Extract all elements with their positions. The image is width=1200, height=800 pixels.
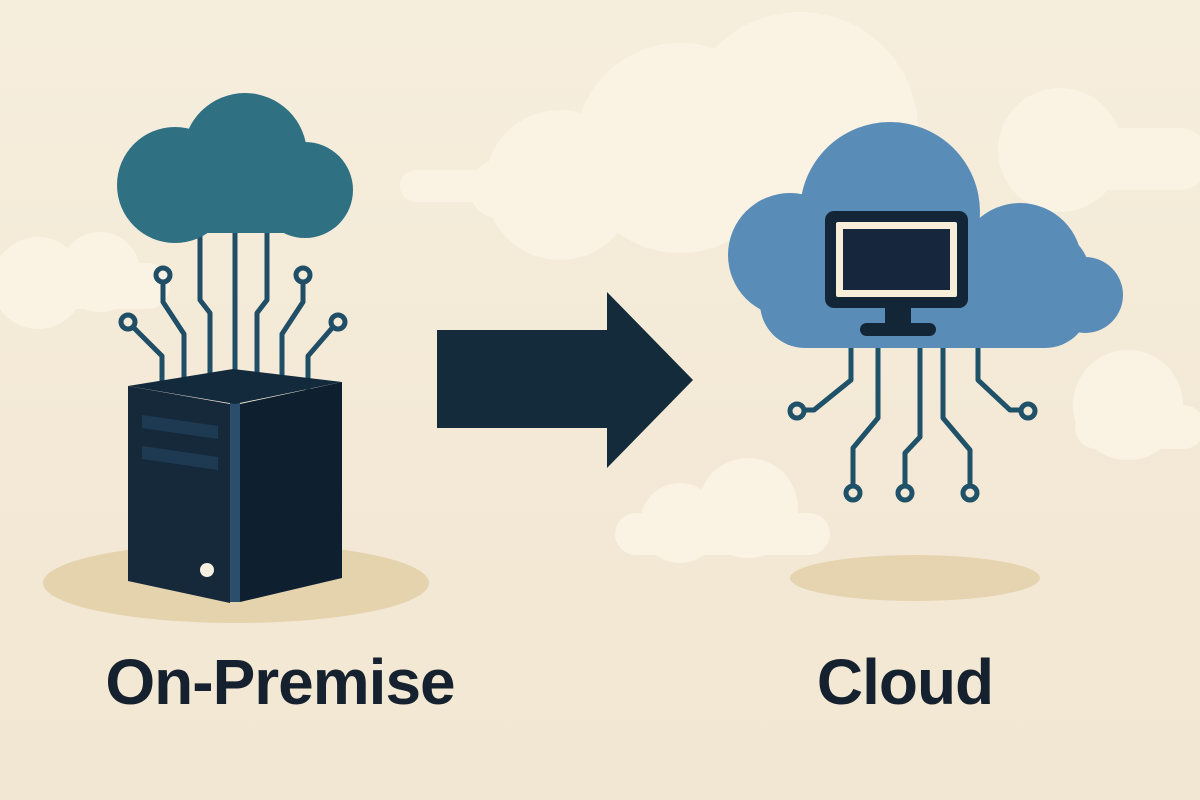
server-vent-slat xyxy=(142,446,218,470)
circuit-node-icon xyxy=(843,483,863,503)
circuit-node-icon xyxy=(328,312,348,332)
arrow-right-icon xyxy=(437,292,693,468)
monitor-stand-neck xyxy=(885,305,911,327)
monitor-icon xyxy=(825,211,968,336)
circuit-node-icon xyxy=(960,483,980,503)
circuit-node-icon xyxy=(895,483,915,503)
cloud-group xyxy=(728,122,1123,601)
background-cloud-top-center xyxy=(400,12,918,260)
monitor-stand-base xyxy=(860,323,936,336)
circuit-node-icon xyxy=(118,312,138,332)
server-tower-icon xyxy=(128,369,342,603)
background-cloud-bottom-center xyxy=(615,458,830,563)
circuit-traces-right-icon xyxy=(787,344,1038,503)
server-vent-slat xyxy=(142,415,218,439)
label-on-premise: On-Premise xyxy=(105,646,455,718)
background-cloud-top-right xyxy=(998,88,1200,212)
background-cloud-top-left xyxy=(0,232,170,329)
on-premise-group xyxy=(43,93,429,623)
ground-shadow-right xyxy=(790,555,1040,601)
circuit-node-icon xyxy=(787,401,807,421)
cloud-icon-left xyxy=(117,93,353,243)
circuit-node-icon xyxy=(293,265,313,285)
label-cloud: Cloud xyxy=(816,646,994,718)
server-led-light xyxy=(200,563,214,577)
circuit-node-icon xyxy=(1018,401,1038,421)
monitor-screen xyxy=(843,229,950,290)
background-clouds xyxy=(0,12,1200,563)
background-cloud-right xyxy=(1073,350,1200,460)
